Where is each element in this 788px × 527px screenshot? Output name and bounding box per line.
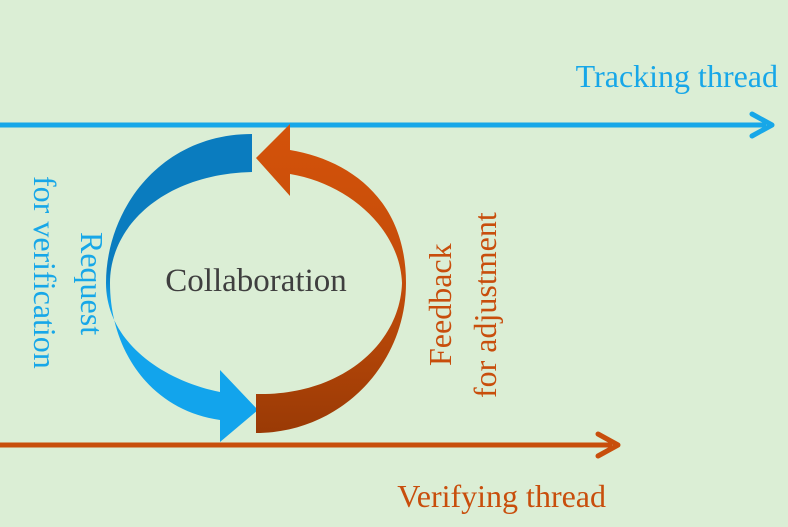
- verifying-thread-label: Verifying thread: [397, 478, 606, 514]
- request-label-group: Request: [74, 232, 110, 335]
- tracking-thread-arrow: [0, 111, 775, 139]
- request-label-line2: for verification: [27, 176, 63, 369]
- verifying-thread-arrow: [0, 431, 621, 459]
- feedback-curved-arrow: [256, 124, 406, 433]
- verification-label-group: for verification: [27, 176, 63, 369]
- feedback-label-line1: Feedback: [422, 243, 458, 366]
- feedback-label-group: Feedback: [422, 243, 458, 366]
- tracking-thread-label: Tracking thread: [576, 58, 778, 94]
- request-label-line1: Request: [74, 232, 110, 335]
- collaboration-label: Collaboration: [165, 263, 346, 299]
- feedback-label-line2: for adjustment: [467, 212, 503, 398]
- adjustment-label-group: for adjustment: [467, 212, 503, 398]
- request-curved-arrow: [106, 134, 258, 442]
